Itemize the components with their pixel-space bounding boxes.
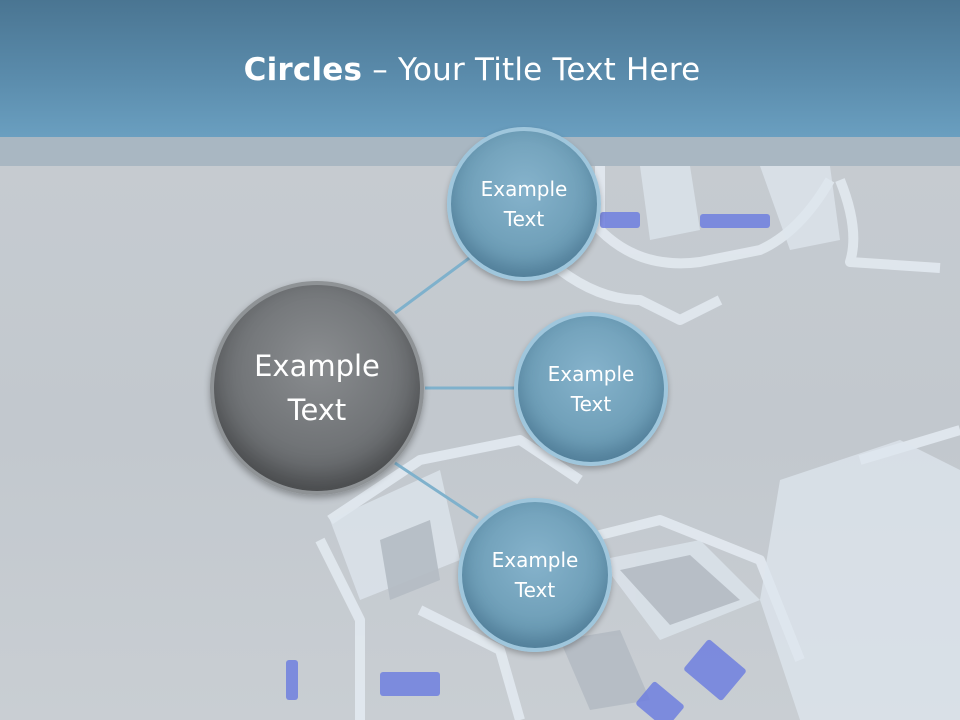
slide-title: Circles – Your Title Text Here	[0, 52, 944, 88]
node-circle-label: Example Text	[480, 177, 568, 231]
node-circle-label: Example Text	[547, 362, 635, 416]
node-circle-top[interactable]: Example Text	[447, 127, 601, 281]
title-bar	[0, 0, 960, 137]
connector-bottom	[394, 461, 479, 520]
node-circle-bottom[interactable]: Example Text	[458, 498, 612, 652]
connector-top	[394, 254, 473, 315]
center-circle[interactable]: Example Text	[210, 281, 424, 495]
node-circle-label: Example Text	[491, 548, 579, 602]
node-circle-middle[interactable]: Example Text	[514, 312, 668, 466]
title-rest-part: – Your Title Text Here	[362, 52, 701, 88]
center-circle-label: Example Text	[254, 349, 380, 427]
title-bold-part: Circles	[243, 52, 363, 88]
